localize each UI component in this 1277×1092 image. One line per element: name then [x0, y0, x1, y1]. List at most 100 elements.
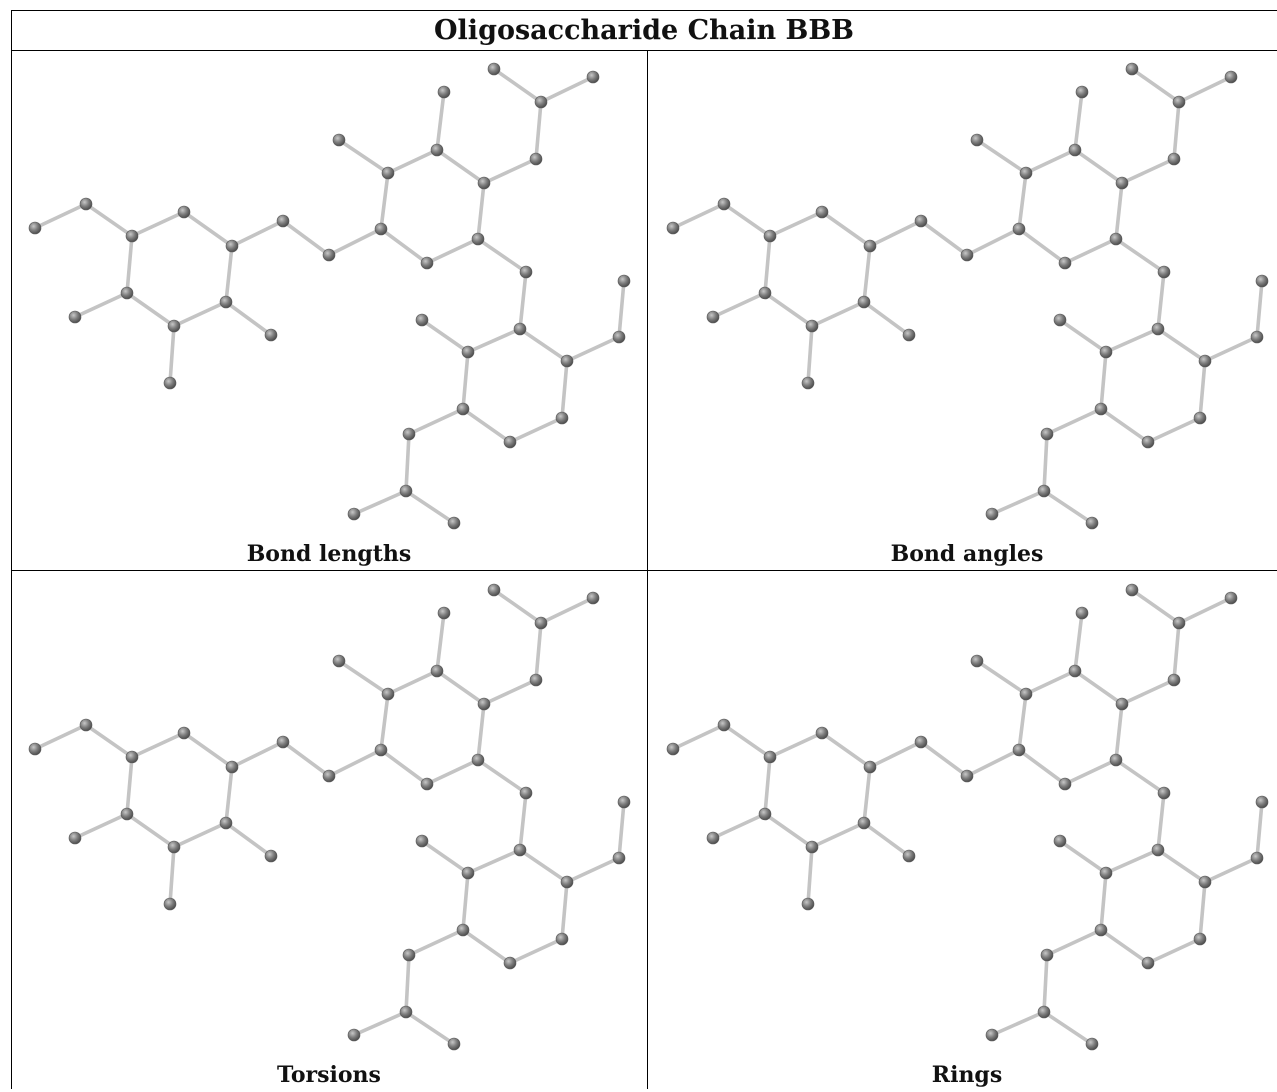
bond	[1172, 100, 1181, 161]
bond	[435, 669, 486, 706]
bond	[919, 219, 969, 257]
atom	[1040, 427, 1054, 441]
atom	[420, 256, 434, 270]
bond	[768, 210, 824, 238]
bond	[125, 291, 176, 328]
bond	[1073, 611, 1084, 673]
atom	[125, 750, 139, 764]
figure-table: Oligosaccharide Chain BBB Bond lengths B…	[11, 10, 1277, 1089]
bond	[534, 100, 543, 161]
atom	[177, 726, 191, 740]
atom	[519, 265, 533, 279]
atom	[1115, 176, 1129, 190]
bond	[386, 669, 439, 696]
atom	[1109, 232, 1123, 246]
atom	[758, 807, 772, 821]
bond	[404, 953, 411, 1014]
atom	[1167, 673, 1181, 687]
bond	[975, 659, 1028, 696]
atom	[68, 310, 82, 324]
atom	[456, 923, 470, 937]
panel-torsions: Torsions	[11, 571, 647, 1092]
bond	[1099, 928, 1150, 965]
bond	[534, 621, 543, 682]
bond	[84, 723, 134, 759]
panel-rings: Rings	[649, 571, 1277, 1092]
bond	[352, 489, 408, 516]
bond	[965, 227, 1021, 257]
bond	[806, 845, 814, 906]
bond	[84, 202, 134, 238]
atom	[717, 197, 731, 211]
atom	[513, 843, 527, 857]
atom	[560, 354, 574, 368]
atom	[276, 214, 290, 228]
atom	[1255, 795, 1269, 809]
bond	[482, 678, 538, 706]
atom	[163, 897, 177, 911]
bond	[1024, 669, 1077, 696]
bond	[337, 659, 390, 696]
atom	[534, 616, 548, 630]
bond	[1104, 848, 1160, 875]
bond	[379, 748, 429, 786]
bond	[768, 731, 824, 759]
bond	[492, 67, 543, 104]
bond	[125, 234, 134, 295]
atom	[1012, 743, 1026, 757]
rule-middle-vertical	[647, 50, 648, 1089]
atom	[399, 484, 413, 498]
atom	[125, 229, 139, 243]
atom	[1037, 484, 1051, 498]
bond	[125, 812, 176, 849]
bond	[461, 871, 470, 932]
atom	[79, 197, 93, 211]
atom	[437, 85, 451, 99]
bond	[560, 880, 569, 941]
rule-title-bottom	[11, 50, 1277, 51]
atom	[415, 313, 429, 327]
atom	[79, 718, 93, 732]
atom	[1193, 411, 1207, 425]
bond	[1203, 335, 1259, 363]
atom	[1085, 1037, 1099, 1051]
molecule-bond-lengths	[28, 62, 631, 530]
atom	[1157, 786, 1171, 800]
atom	[225, 239, 239, 253]
atom	[1040, 948, 1054, 962]
atom	[430, 143, 444, 157]
bond	[352, 1010, 408, 1037]
atom	[763, 750, 777, 764]
atom	[347, 507, 361, 521]
bond	[1017, 748, 1067, 786]
bond	[1114, 237, 1166, 274]
atom	[805, 319, 819, 333]
bond	[224, 821, 273, 858]
atom	[28, 221, 42, 235]
atom	[1167, 152, 1181, 166]
bond	[1099, 407, 1150, 444]
atom	[586, 591, 600, 605]
bond	[337, 138, 390, 175]
atom	[970, 654, 984, 668]
bond	[810, 300, 866, 328]
bond	[1156, 327, 1207, 363]
atom	[519, 786, 533, 800]
bond	[130, 731, 186, 759]
atom	[1224, 70, 1238, 84]
bond	[1114, 702, 1124, 762]
atom	[985, 507, 999, 521]
atom	[1198, 354, 1212, 368]
bond	[224, 765, 234, 825]
bond	[1058, 318, 1108, 354]
atom	[503, 956, 517, 970]
panel-bond-angles: Bond angles	[649, 50, 1277, 571]
atom	[985, 1028, 999, 1042]
bond	[33, 202, 88, 230]
bond	[230, 219, 285, 248]
bond	[565, 335, 621, 363]
bond	[1255, 279, 1264, 339]
molecule-rings	[666, 583, 1269, 1051]
bond	[1120, 157, 1176, 185]
bond	[404, 432, 411, 493]
